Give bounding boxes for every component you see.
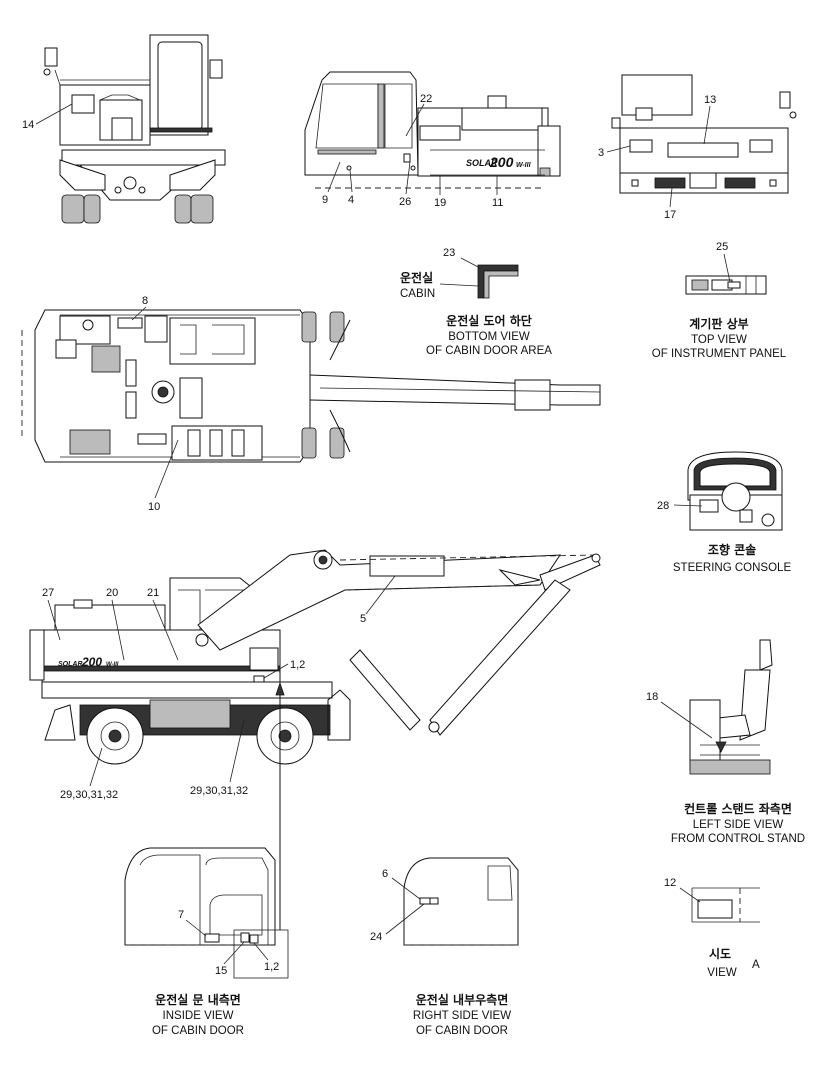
cabin-corner-detail xyxy=(477,264,519,299)
callout-9: 9 xyxy=(322,194,328,206)
main-side-view-drawing: SOLAR 200 W-III xyxy=(29,549,601,765)
caption-view-ko: 시도 xyxy=(709,947,731,961)
callout-28: 28 xyxy=(657,500,669,512)
caption-stand-en2: FROM CONTROL STAND xyxy=(671,833,805,845)
callout-11: 11 xyxy=(492,197,503,209)
callout-6: 6 xyxy=(382,868,388,880)
main-logo-solar: SOLAR xyxy=(58,661,83,668)
control-stand-drawing xyxy=(689,639,773,775)
caption-cabin-en: CABIN xyxy=(400,288,435,300)
steering-console-drawing xyxy=(687,451,783,531)
callout-29-32-left: 29,30,31,32 xyxy=(60,789,118,801)
callout-29-32-right: 29,30,31,32 xyxy=(190,785,248,797)
view-a-drawing xyxy=(691,887,760,923)
callout-8: 8 xyxy=(142,295,148,307)
callout-10: 10 xyxy=(148,501,160,513)
callout-4: 4 xyxy=(348,194,354,206)
callout-1-2-main: 1,2 xyxy=(290,659,305,671)
caption-instr-en2: OF INSTRUMENT PANEL xyxy=(652,348,787,360)
caption-bottom-ko: 운전실 도어 하단 xyxy=(446,313,532,328)
caption-instr-ko: 계기판 상부 xyxy=(689,316,748,331)
callout-17: 17 xyxy=(664,209,676,221)
callout-18: 18 xyxy=(646,691,658,703)
callout-12: 12 xyxy=(664,877,676,889)
main-logo-model: 200 xyxy=(81,655,102,669)
callout-27: 27 xyxy=(42,587,54,599)
front-view-drawing xyxy=(43,34,226,224)
callout-23: 23 xyxy=(443,247,455,259)
caption-inside-en2: OF CABIN DOOR xyxy=(152,1025,244,1037)
callout-20: 20 xyxy=(106,587,118,599)
callout-13: 13 xyxy=(704,94,716,106)
callout-26: 26 xyxy=(399,196,411,208)
inside-door-drawing xyxy=(124,681,289,979)
caption-bottom-en2: OF CABIN DOOR AREA xyxy=(426,345,552,357)
caption-stand-ko: 컨트롤 스탠드 좌측면 xyxy=(684,801,792,816)
rear-view-drawing xyxy=(611,74,797,194)
caption-inside-ko: 운전실 문 내측면 xyxy=(155,992,241,1007)
top-view-drawing xyxy=(21,309,601,463)
callout-14: 14 xyxy=(22,119,34,131)
callout-24: 24 xyxy=(370,931,382,943)
callout-15: 15 xyxy=(215,965,227,977)
caption-steer-ko: 조향 콘솔 xyxy=(708,542,756,557)
callout-7: 7 xyxy=(178,909,184,921)
callout-21: 21 xyxy=(147,587,159,599)
caption-view-en: VIEW xyxy=(707,967,737,979)
caption-right-en2: OF CABIN DOOR xyxy=(416,1025,508,1037)
callout-3: 3 xyxy=(598,147,604,159)
caption-view-letter: A xyxy=(752,959,760,971)
caption-cabin-ko: 운전실 xyxy=(400,270,433,285)
side-logo-model: 200 xyxy=(489,154,514,170)
main-logo-suffix: W-III xyxy=(106,662,119,668)
callout-19: 19 xyxy=(434,197,446,209)
caption-right-ko: 운전실 내부우측면 xyxy=(416,992,509,1007)
callout-25: 25 xyxy=(716,241,728,253)
instrument-panel-drawing xyxy=(685,275,767,295)
caption-stand-en1: LEFT SIDE VIEW xyxy=(693,819,784,831)
caption-right-en1: RIGHT SIDE VIEW xyxy=(413,1010,511,1022)
callout-22: 22 xyxy=(420,93,432,105)
caption-instr-en1: TOP VIEW xyxy=(691,334,747,346)
side-logo-suffix: W-III xyxy=(516,162,532,169)
side-view-upper-drawing: SOLAR 200 W-III xyxy=(304,71,561,189)
callout-1-2-door: 1,2 xyxy=(264,961,279,973)
caption-bottom-en1: BOTTOM VIEW xyxy=(448,331,530,343)
side-logo-solar: SOLAR xyxy=(466,158,498,168)
caption-steer-en: STEERING CONSOLE xyxy=(673,562,792,574)
caption-inside-en1: INSIDE VIEW xyxy=(163,1010,234,1022)
right-side-door-drawing xyxy=(403,857,519,946)
callout-5: 5 xyxy=(360,613,366,625)
